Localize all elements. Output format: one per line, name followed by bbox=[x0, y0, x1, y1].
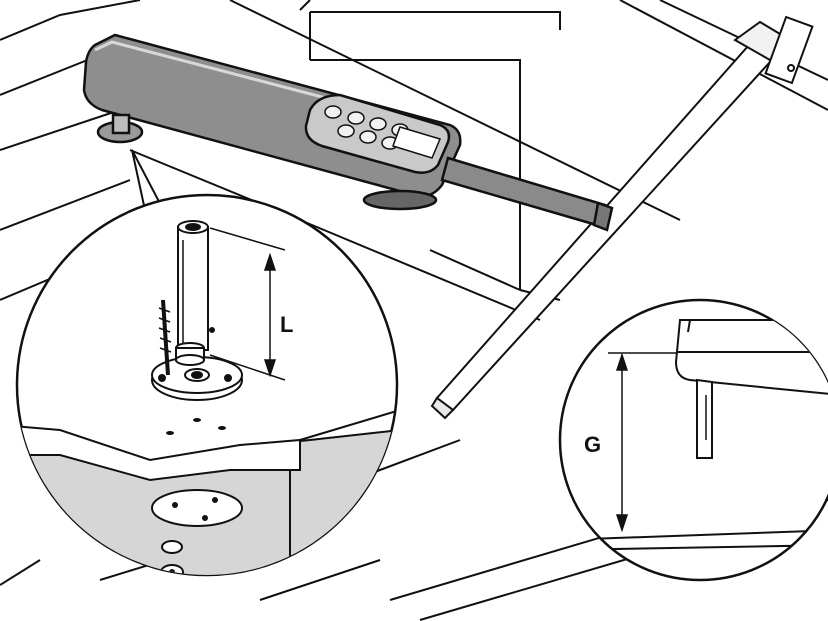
keypad-buttons bbox=[324, 105, 409, 150]
dimension-G bbox=[608, 352, 676, 533]
gate-operator-icon bbox=[82, 33, 614, 232]
gate-arm-icon bbox=[430, 15, 814, 420]
keypad-panel bbox=[304, 93, 451, 174]
gap-height-label: G bbox=[584, 432, 601, 457]
dimension-L bbox=[209, 227, 286, 381]
pivot-detail-callout: L bbox=[15, 193, 399, 577]
gap-detail-callout: G bbox=[558, 298, 828, 582]
pivot-height-label: L bbox=[280, 312, 293, 337]
pivot-bracket-icon bbox=[151, 220, 243, 401]
display-window bbox=[392, 126, 442, 159]
